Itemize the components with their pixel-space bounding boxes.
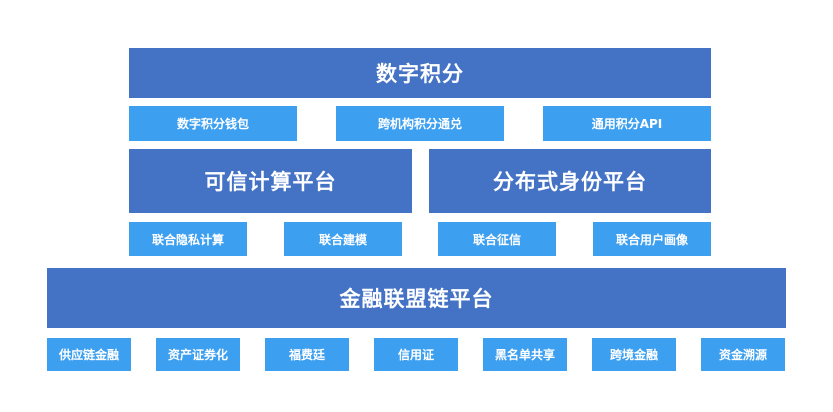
blacklist-sharing: 黑名单共享 [483, 338, 567, 371]
federated-user-profiling: 联合用户画像 [593, 222, 711, 256]
federated-privacy-computing: 联合隐私计算 [129, 222, 247, 256]
trusted-computing-platform: 可信计算平台 [129, 149, 412, 213]
financial-alliance-chain-platform: 金融联盟链平台 [47, 268, 786, 328]
fund-tracing: 资金溯源 [701, 338, 785, 371]
digital-points-wallet: 数字积分钱包 [129, 106, 297, 141]
asset-securitization: 资产证券化 [156, 338, 240, 371]
forfaiting: 福费廷 [265, 338, 349, 371]
supply-chain-finance: 供应链金融 [47, 338, 131, 371]
federated-modeling: 联合建模 [284, 222, 402, 256]
cross-institution-points-exchange: 跨机构积分通兑 [336, 106, 504, 141]
federated-credit-reporting: 联合征信 [438, 222, 556, 256]
cross-border-finance: 跨境金融 [592, 338, 676, 371]
distributed-identity-platform: 分布式身份平台 [429, 149, 711, 213]
digital-points-header: 数字积分 [129, 48, 711, 98]
general-points-api: 通用积分API [543, 106, 711, 141]
letter-of-credit: 信用证 [374, 338, 458, 371]
